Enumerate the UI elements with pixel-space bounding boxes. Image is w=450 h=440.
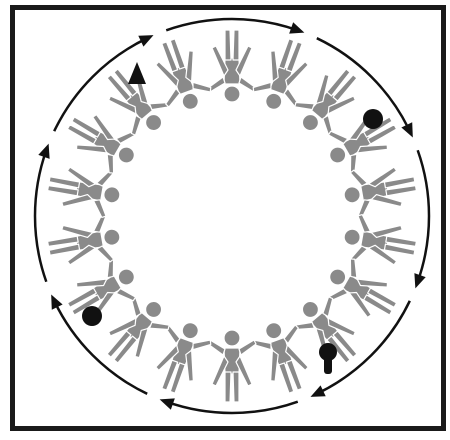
arrow-arc	[54, 38, 147, 131]
figure-ring	[45, 30, 420, 402]
arrow-arc	[166, 402, 298, 413]
person-figure	[208, 330, 256, 402]
arrowhead	[160, 398, 175, 409]
arrow-arc	[418, 150, 429, 282]
dot-marker-left	[82, 306, 102, 326]
person-figure	[208, 30, 256, 102]
triangle-marker	[128, 62, 146, 84]
pin-marker	[319, 343, 337, 374]
arrowhead	[289, 22, 304, 33]
arrow-arc	[35, 150, 46, 282]
dot-marker-right	[363, 109, 383, 129]
arrowhead	[38, 144, 49, 159]
arrowhead	[414, 273, 425, 288]
arrow-arc	[166, 19, 298, 30]
